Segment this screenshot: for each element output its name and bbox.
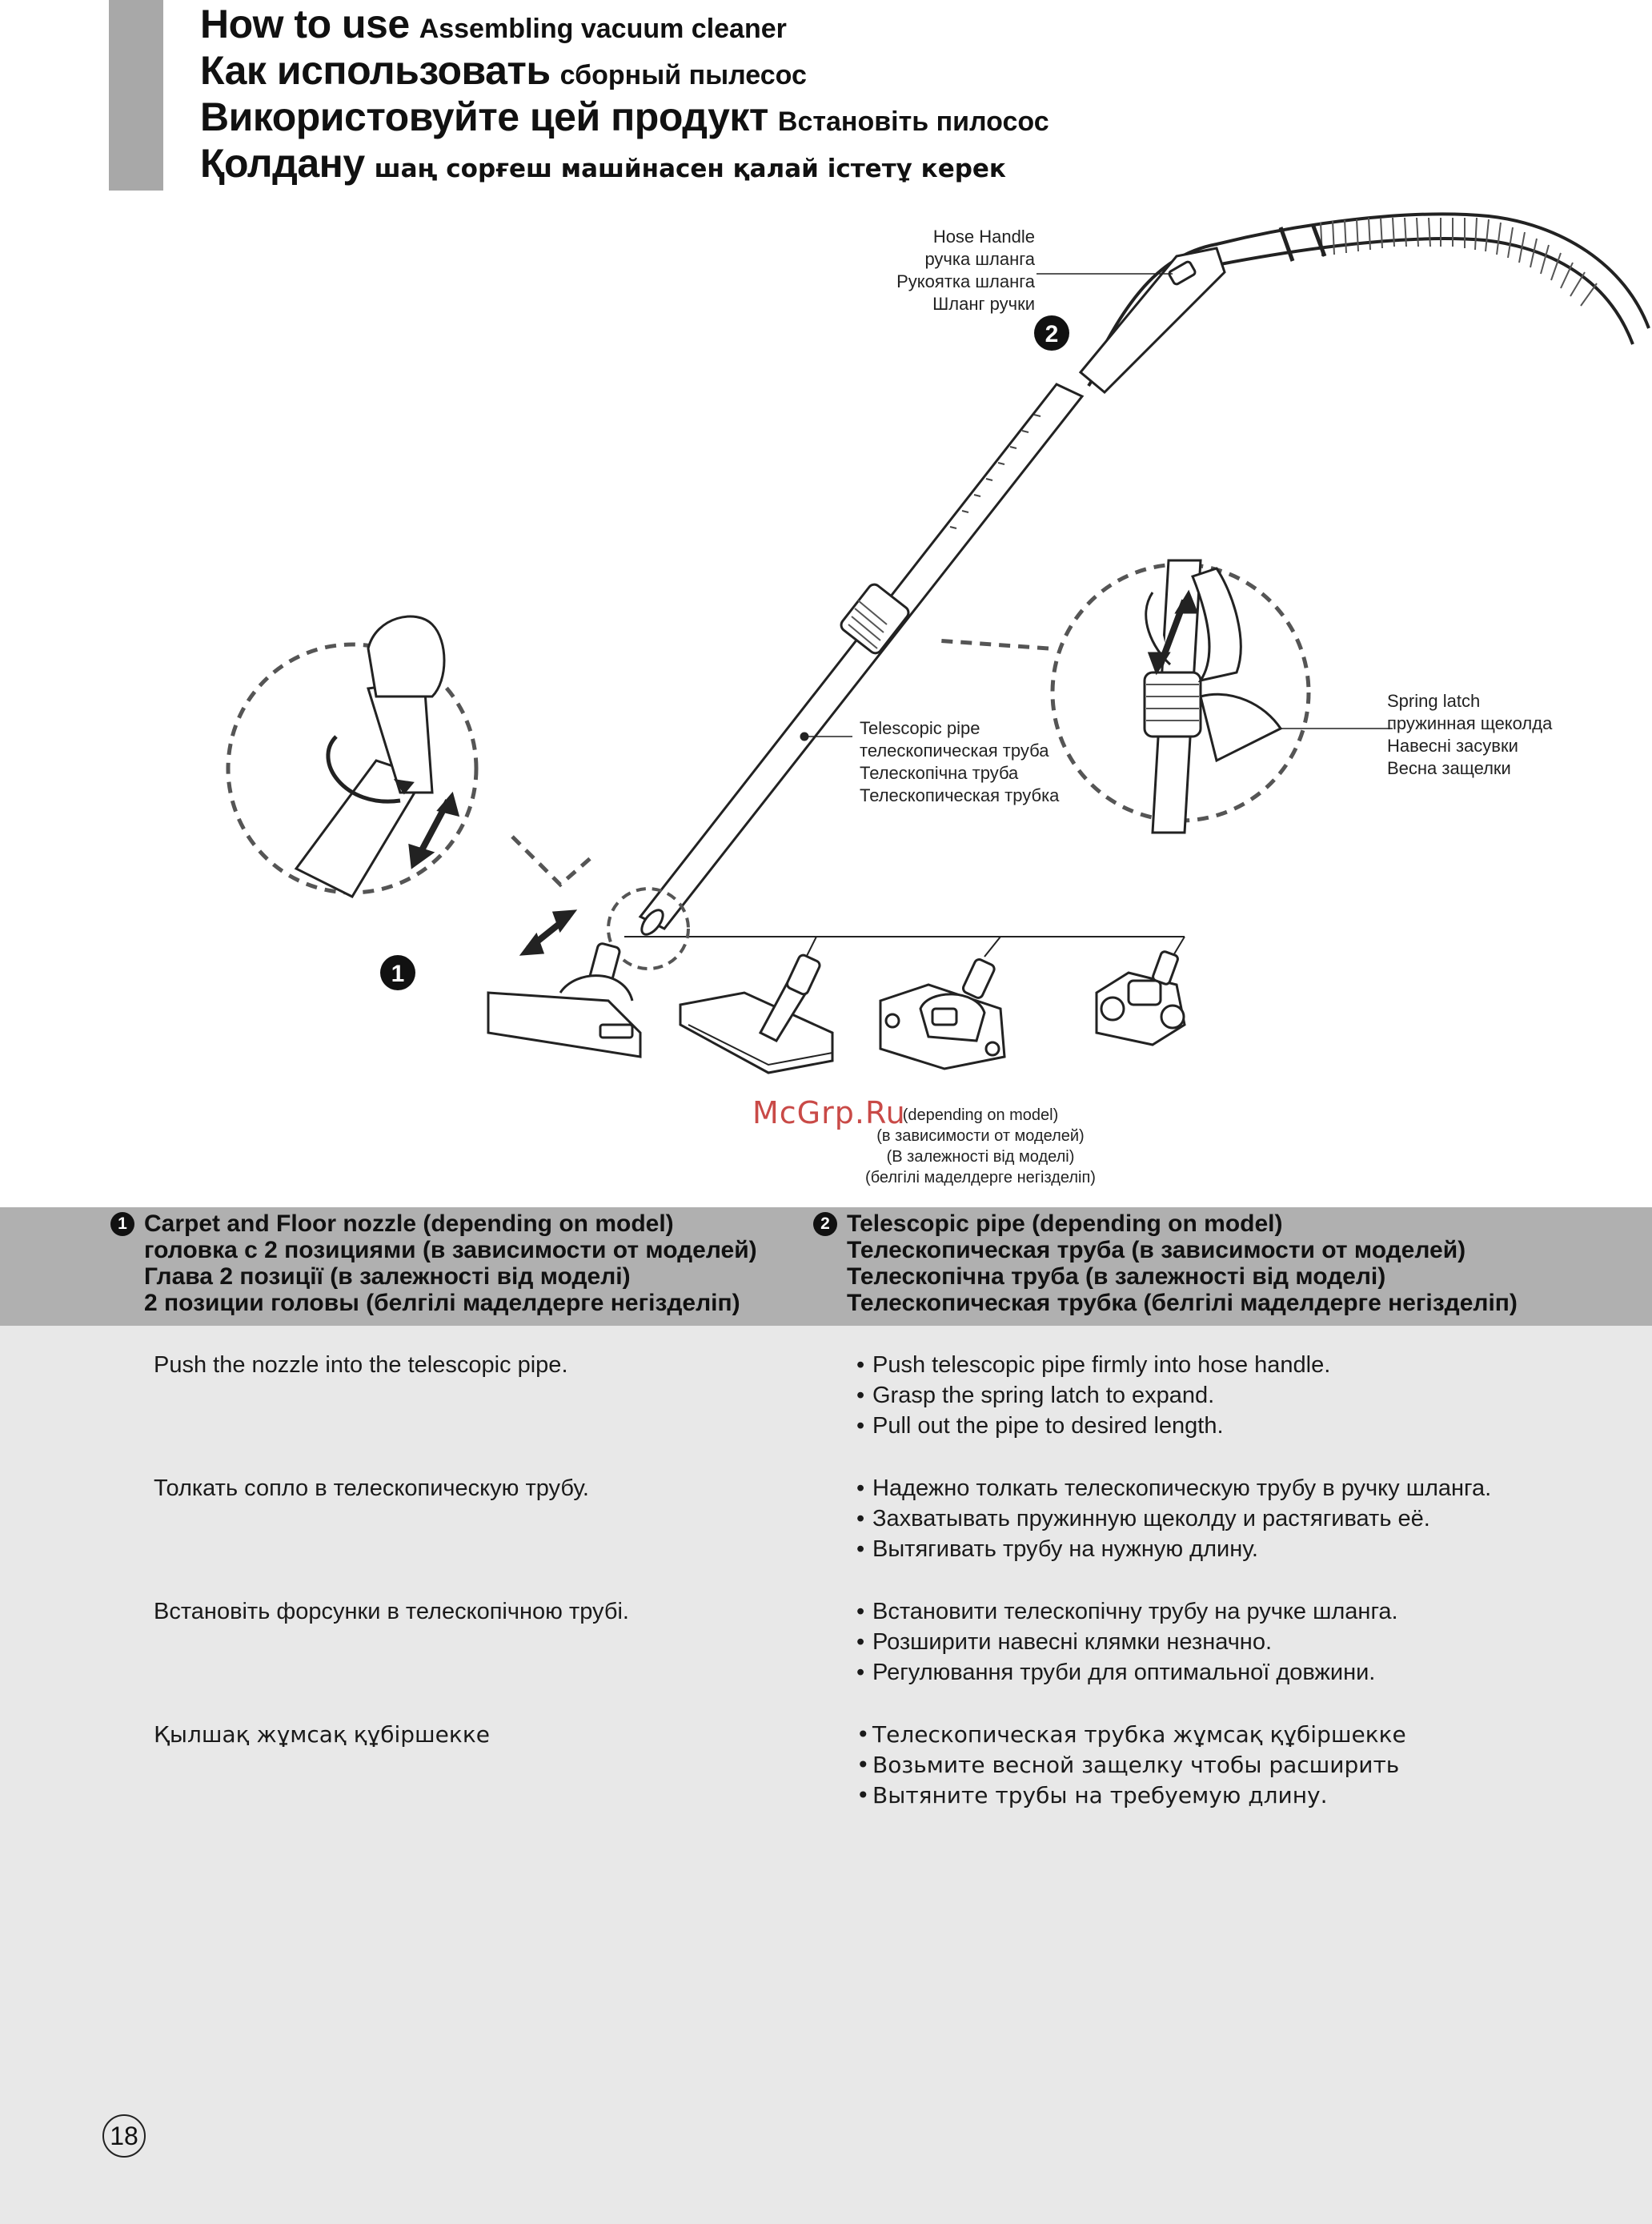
section-title-line: Глава 2 позиції (в залежності від моделі… bbox=[144, 1263, 631, 1290]
mini-turbo-nozzle-icon bbox=[1095, 950, 1186, 1046]
page-title: How to use Assembling vacuum cleaner Как … bbox=[200, 0, 1049, 186]
nozzle-instruction-kk: Қылшақ жұмсақ құбіршекке bbox=[154, 1721, 490, 1748]
section-title-line: Телескопічна труба (в залежності від мод… bbox=[847, 1263, 1386, 1290]
label-line: телескопическая труба bbox=[860, 741, 1049, 761]
list-item-text: Регулювання труби для оптимальної довжин… bbox=[872, 1660, 1376, 1685]
section-1-header: 1 Carpet and Floor nozzle (depending on m… bbox=[110, 1210, 757, 1316]
label-line: Навесні засувки bbox=[1387, 736, 1518, 756]
pipe-instructions-ru: •Надежно толкать телескопическую трубу в… bbox=[856, 1473, 1491, 1564]
title-sub: Встановіть пилосос bbox=[777, 106, 1049, 137]
section-title-text: Telescopic pipe (depending on model) bbox=[847, 1210, 1283, 1237]
title-sub: шаң сорғеш машйнасен қалай істетұ керек bbox=[374, 155, 1006, 183]
list-item-text: Вытяните трубы на требуемую длину. bbox=[872, 1782, 1328, 1809]
telescopic-pipe-label: Telescopic pipe телескопическая труба Те… bbox=[860, 717, 1059, 807]
callout-number-2: 2 bbox=[1034, 315, 1069, 351]
callout-text: 2 bbox=[1045, 321, 1059, 347]
page-number: 18 bbox=[102, 2114, 146, 2158]
title-line-kk: Қолдану шаң сорғеш машйнасен қалай істетұ… bbox=[200, 139, 1049, 186]
list-item: •Push telescopic pipe firmly into hose h… bbox=[856, 1352, 1331, 1378]
section-title-line: 2 позиции головы (белгілі маделдерге нег… bbox=[144, 1290, 740, 1316]
title-main: How to use bbox=[200, 2, 410, 46]
label-line: (В залежності від моделі) bbox=[886, 1148, 1075, 1166]
label-line: (depending on model) bbox=[902, 1106, 1059, 1124]
list-item: •Надежно толкать телескопическую трубу в… bbox=[856, 1475, 1492, 1501]
list-item-text: Возьмите весной защелку чтобы расширить bbox=[872, 1752, 1400, 1778]
title-line-ru: Как использовать сборный пылесос bbox=[200, 46, 1049, 93]
label-line: Телескопічна труба bbox=[860, 763, 1019, 783]
title-accent-bar bbox=[109, 0, 163, 191]
title-line-en: How to use Assembling vacuum cleaner bbox=[200, 0, 1049, 46]
list-item-text: Встановити телескопічну трубу на ручке ш… bbox=[872, 1599, 1398, 1624]
list-item-text: Надежно толкать телескопическую трубу в … bbox=[872, 1475, 1492, 1501]
label-line: ручка шланга bbox=[924, 249, 1035, 269]
list-item: •Вытяните трубы на требуемую длину. bbox=[856, 1782, 1328, 1809]
list-item: •Розширити навесні клямки незначно. bbox=[856, 1629, 1273, 1655]
section-number-badge: 1 bbox=[110, 1211, 134, 1236]
label-line: Рукоятка шланга bbox=[896, 271, 1035, 291]
section-number-badge: 2 bbox=[813, 1211, 837, 1236]
title-main: Використовуйте цей продукт bbox=[200, 94, 768, 139]
label-line: Telescopic pipe bbox=[860, 718, 980, 738]
label-line: Весна защелки bbox=[1387, 758, 1511, 778]
list-item: •Grasp the spring latch to expand. bbox=[856, 1383, 1215, 1408]
section-title-line: 2 Telescopic pipe (depending on model) bbox=[813, 1210, 1518, 1237]
title-sub: сборный пылесос bbox=[559, 60, 807, 90]
callout-number-1: 1 bbox=[380, 955, 415, 990]
depending-on-model-label: (depending on model) (в зависимости от м… bbox=[800, 1105, 1161, 1188]
list-item-text: Push telescopic pipe firmly into hose ha… bbox=[872, 1352, 1331, 1378]
list-item: •Вытягивать трубу на нужную длину. bbox=[856, 1536, 1258, 1562]
title-sub: Assembling vacuum cleaner bbox=[419, 14, 787, 44]
pipe-instructions-en: •Push telescopic pipe firmly into hose h… bbox=[856, 1350, 1330, 1441]
section-title-line: головка с 2 позициями (в зависимости от … bbox=[144, 1237, 757, 1263]
hose-handle-icon bbox=[1078, 247, 1226, 395]
nozzle-instruction-en: Push the nozzle into the telescopic pipe… bbox=[154, 1352, 568, 1378]
section-title-line: Телескопическая труба (в зависимости от … bbox=[847, 1237, 1466, 1263]
watermark: McGrp.Ru bbox=[752, 1095, 906, 1130]
nozzle-instruction-ru: Толкать сопло в телескопическую трубу. bbox=[154, 1475, 589, 1501]
section-title-line: 1 Carpet and Floor nozzle (depending on m… bbox=[110, 1210, 757, 1237]
pipe-instructions-kk: •Телескопическая трубка жұмсақ құбіршекк… bbox=[856, 1720, 1406, 1811]
assembly-diagram: 1 2 Hose Handle ручка шланга Рукоятка шл… bbox=[0, 200, 1652, 1201]
list-item-text: Телескопическая трубка жұмсақ құбіршекке bbox=[872, 1721, 1406, 1748]
spring-latch-label: Spring latch пружинная щеколда Навесні з… bbox=[1387, 690, 1552, 780]
list-item-text: Захватывать пружинную щеколду и растягив… bbox=[872, 1506, 1430, 1532]
hose-icon bbox=[1087, 212, 1650, 377]
label-line: (белгілі маделдерге негізделіп) bbox=[865, 1169, 1096, 1186]
floor-brush-nozzle-icon bbox=[679, 953, 834, 1074]
list-item: •Регулювання труби для оптимальної довжи… bbox=[856, 1660, 1376, 1685]
hose-handle-label: Hose Handle ручка шланга Рукоятка шланга… bbox=[896, 226, 1035, 315]
list-item-text: Grasp the spring latch to expand. bbox=[872, 1383, 1215, 1408]
list-item-text: Розширити навесні клямки незначно. bbox=[872, 1629, 1273, 1655]
title-line-uk: Використовуйте цей продукт Встановіть пил… bbox=[200, 93, 1049, 139]
label-line: Hose Handle bbox=[932, 227, 1035, 247]
vacuum-assembly-illustration: 1 2 bbox=[226, 212, 1650, 1074]
label-line: пружинная щеколда bbox=[1387, 713, 1553, 733]
list-item: •Телескопическая трубка жұмсақ құбіршекк… bbox=[856, 1721, 1406, 1748]
list-item-text: Pull out the pipe to desired length. bbox=[872, 1413, 1224, 1439]
telescopic-pipe-icon bbox=[638, 383, 1085, 930]
nozzle-instruction-uk: Встановіть форсунки в телескопічною труб… bbox=[154, 1599, 629, 1624]
label-line: Телескопическая трубка bbox=[860, 785, 1060, 805]
list-item: •Возьмите весной защелку чтобы расширить bbox=[856, 1752, 1400, 1778]
section-title-line: Телескопическая трубка (белгілі маделдер… bbox=[847, 1290, 1518, 1316]
title-main: Қолдану bbox=[200, 141, 365, 186]
label-line: Шланг ручки bbox=[932, 294, 1035, 314]
list-item-text: Вытягивать трубу на нужную длину. bbox=[872, 1536, 1258, 1562]
turbo-brush-nozzle-icon bbox=[879, 958, 1006, 1070]
callout-text: 1 bbox=[391, 961, 405, 987]
section-2-header: 2 Telescopic pipe (depending on model) Те… bbox=[813, 1210, 1518, 1316]
pipe-instructions-uk: •Встановити телескопічну трубу на ручке … bbox=[856, 1596, 1398, 1688]
list-item: •Pull out the pipe to desired length. bbox=[856, 1413, 1224, 1439]
label-line: Spring latch bbox=[1387, 691, 1481, 711]
instructions-background bbox=[0, 1207, 1652, 2224]
carpet-floor-nozzle-icon bbox=[487, 942, 642, 1058]
list-item: •Захватывать пружинную щеколду и растяги… bbox=[856, 1506, 1430, 1532]
title-main: Как использовать bbox=[200, 48, 551, 93]
section-title-text: Carpet and Floor nozzle (depending on mo… bbox=[144, 1210, 674, 1237]
label-line: (в зависимости от моделей) bbox=[876, 1127, 1085, 1145]
list-item: •Встановити телескопічну трубу на ручке … bbox=[856, 1599, 1398, 1624]
